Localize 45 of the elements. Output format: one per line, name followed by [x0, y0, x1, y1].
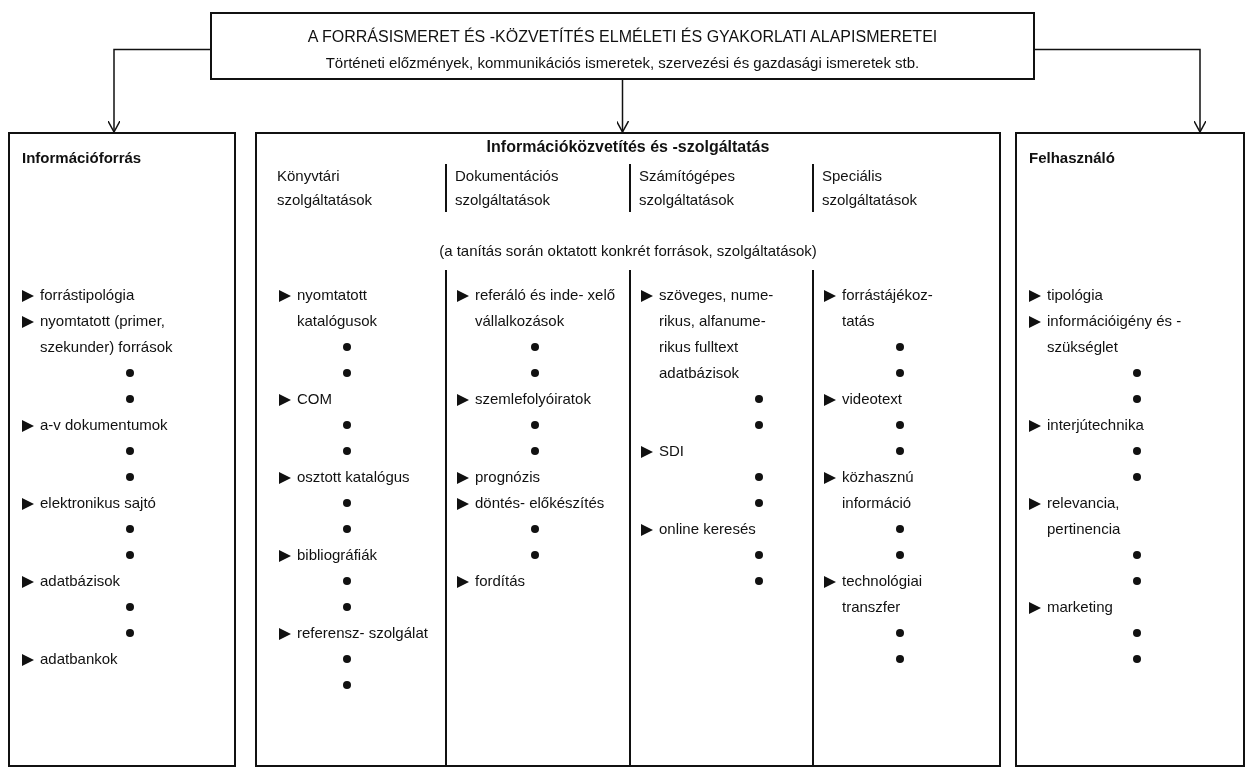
note: (a tanítás során oktatott konkrét források, szolgáltatások)	[438, 242, 818, 259]
list-item: döntés- előkészítés	[475, 494, 605, 511]
heading-box	[210, 12, 1035, 80]
list-item: SDI	[659, 442, 684, 459]
list-item: információigény és -szükséglet	[1047, 312, 1182, 355]
list-item: prognózis	[475, 468, 541, 485]
list-item: bibliográfiák	[297, 546, 378, 563]
panel-box	[8, 132, 236, 767]
list-item: adatbázisok	[40, 572, 121, 589]
arrow	[615, 79, 630, 133]
list-item: referáló és inde- xelő vállalkozások	[475, 286, 616, 329]
arrow	[1034, 48, 1207, 133]
list-item: technológiai transzfer	[842, 572, 923, 615]
panel-heading: Információközvetítés és -szolgáltatás	[485, 138, 771, 156]
list-item: relevancia, pertinencia	[1047, 494, 1121, 537]
list-item: közhasznú információ	[842, 468, 914, 511]
panel-box	[1015, 132, 1245, 767]
panel-heading: Információforrás	[22, 148, 142, 168]
list-item: forrástájékoz- tatás	[842, 286, 933, 329]
list-item: referensz- szolgálat	[297, 624, 428, 641]
list-item: adatbankok	[40, 650, 118, 667]
column-heading: Speciális szolgáltatások	[822, 166, 919, 210]
list-item: tipológia	[1047, 286, 1103, 303]
list-item: COM	[297, 390, 332, 407]
list-item: a-v dokumentumok	[40, 416, 168, 433]
column-heading: Dokumentációs szolgáltatások	[455, 166, 560, 210]
list-item: szemlefolyóiratok	[475, 390, 591, 407]
heading: A FORRÁSISMERET ÉS -KÖZVETÍTÉS ELMÉLETI ÉS GYAKORLATI ALAPISMERETEI	[306, 26, 939, 47]
list-item: osztott katalógus	[297, 468, 410, 485]
list-item: nyomtatott (primer, szekunder) források	[40, 312, 173, 355]
list-item: elektronikus sajtó	[40, 494, 156, 511]
arrow	[107, 48, 211, 133]
column-heading: Számítógépes szolgáltatások	[639, 166, 736, 210]
list-item: fordítás	[475, 572, 526, 589]
list-item: interjútechnika	[1047, 416, 1144, 433]
subheading: Történeti előzmények, kommunikációs ismeretek, szervezési és gazdasági ismeretek stb.	[324, 53, 921, 73]
panel-box	[255, 132, 1001, 767]
list-item: nyomtatott katalógusok	[297, 286, 378, 329]
list-item: szöveges, nume- rikus, alfanume- rikus fulltext adatbázisok	[659, 286, 774, 381]
list-item: online keresés	[659, 520, 756, 537]
list-item: videotext	[842, 390, 903, 407]
panel-heading: Felhasználó	[1029, 148, 1115, 168]
list-item: marketing	[1047, 598, 1113, 615]
list-item: forrástipológia	[40, 286, 135, 303]
column-heading: Könyvtári szolgáltatások	[277, 166, 374, 210]
